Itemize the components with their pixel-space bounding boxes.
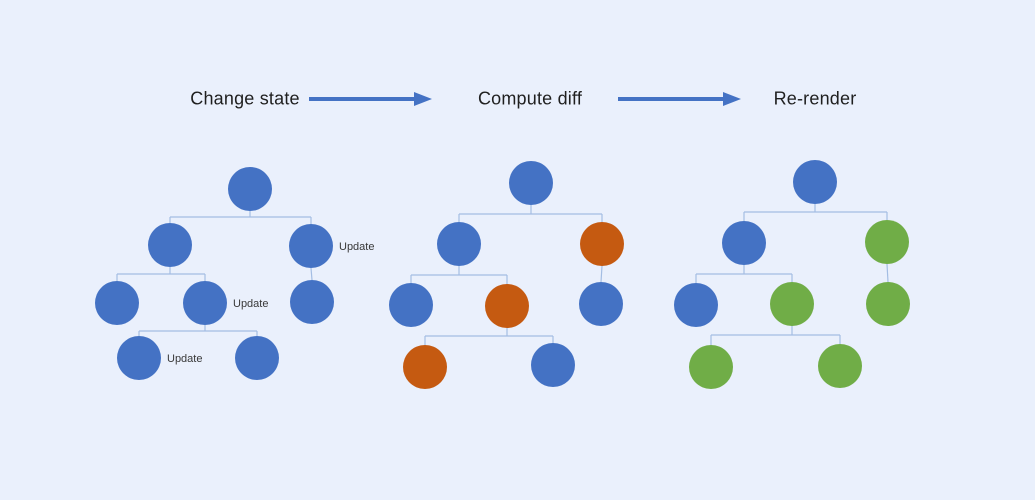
tree-node-lrr bbox=[818, 344, 862, 388]
tree-node-l bbox=[722, 221, 766, 265]
tree-node-lr bbox=[183, 281, 227, 325]
tree-node-lr bbox=[485, 284, 529, 328]
update-label: Update bbox=[339, 241, 374, 253]
tree-node-root bbox=[228, 167, 272, 211]
tree-node-lrr bbox=[235, 336, 279, 380]
tree-node-lrl bbox=[689, 345, 733, 389]
step-label-change-state: Change state bbox=[190, 88, 300, 109]
tree-connector bbox=[600, 265, 603, 283]
tree-node-ll bbox=[95, 281, 139, 325]
tree-connector bbox=[310, 267, 313, 281]
arrow-right-icon bbox=[309, 92, 432, 106]
tree-node-r bbox=[580, 222, 624, 266]
tree-node-rc bbox=[290, 280, 334, 324]
tree-node-rc bbox=[579, 282, 623, 326]
tree-node-root bbox=[509, 161, 553, 205]
tree-node-r bbox=[289, 224, 333, 268]
arrow-right-icon bbox=[618, 92, 741, 106]
tree-node-root bbox=[793, 160, 837, 204]
tree-connector bbox=[886, 263, 889, 283]
tree-node-lr bbox=[770, 282, 814, 326]
tree-node-lrr bbox=[531, 343, 575, 387]
update-label: Update bbox=[167, 353, 202, 365]
rerender-tree bbox=[674, 160, 910, 389]
tree-node-ll bbox=[674, 283, 718, 327]
tree-node-ll bbox=[389, 283, 433, 327]
tree-node-lrl bbox=[117, 336, 161, 380]
step-label-re-render: Re-render bbox=[773, 88, 857, 109]
step-label-compute-diff: Compute diff bbox=[477, 88, 583, 109]
tree-node-rc bbox=[866, 282, 910, 326]
tree-node-l bbox=[148, 223, 192, 267]
diff-tree bbox=[389, 161, 624, 389]
tree-node-lrl bbox=[403, 345, 447, 389]
tree-node-l bbox=[437, 222, 481, 266]
tree-node-r bbox=[865, 220, 909, 264]
update-label: Update bbox=[233, 298, 268, 310]
